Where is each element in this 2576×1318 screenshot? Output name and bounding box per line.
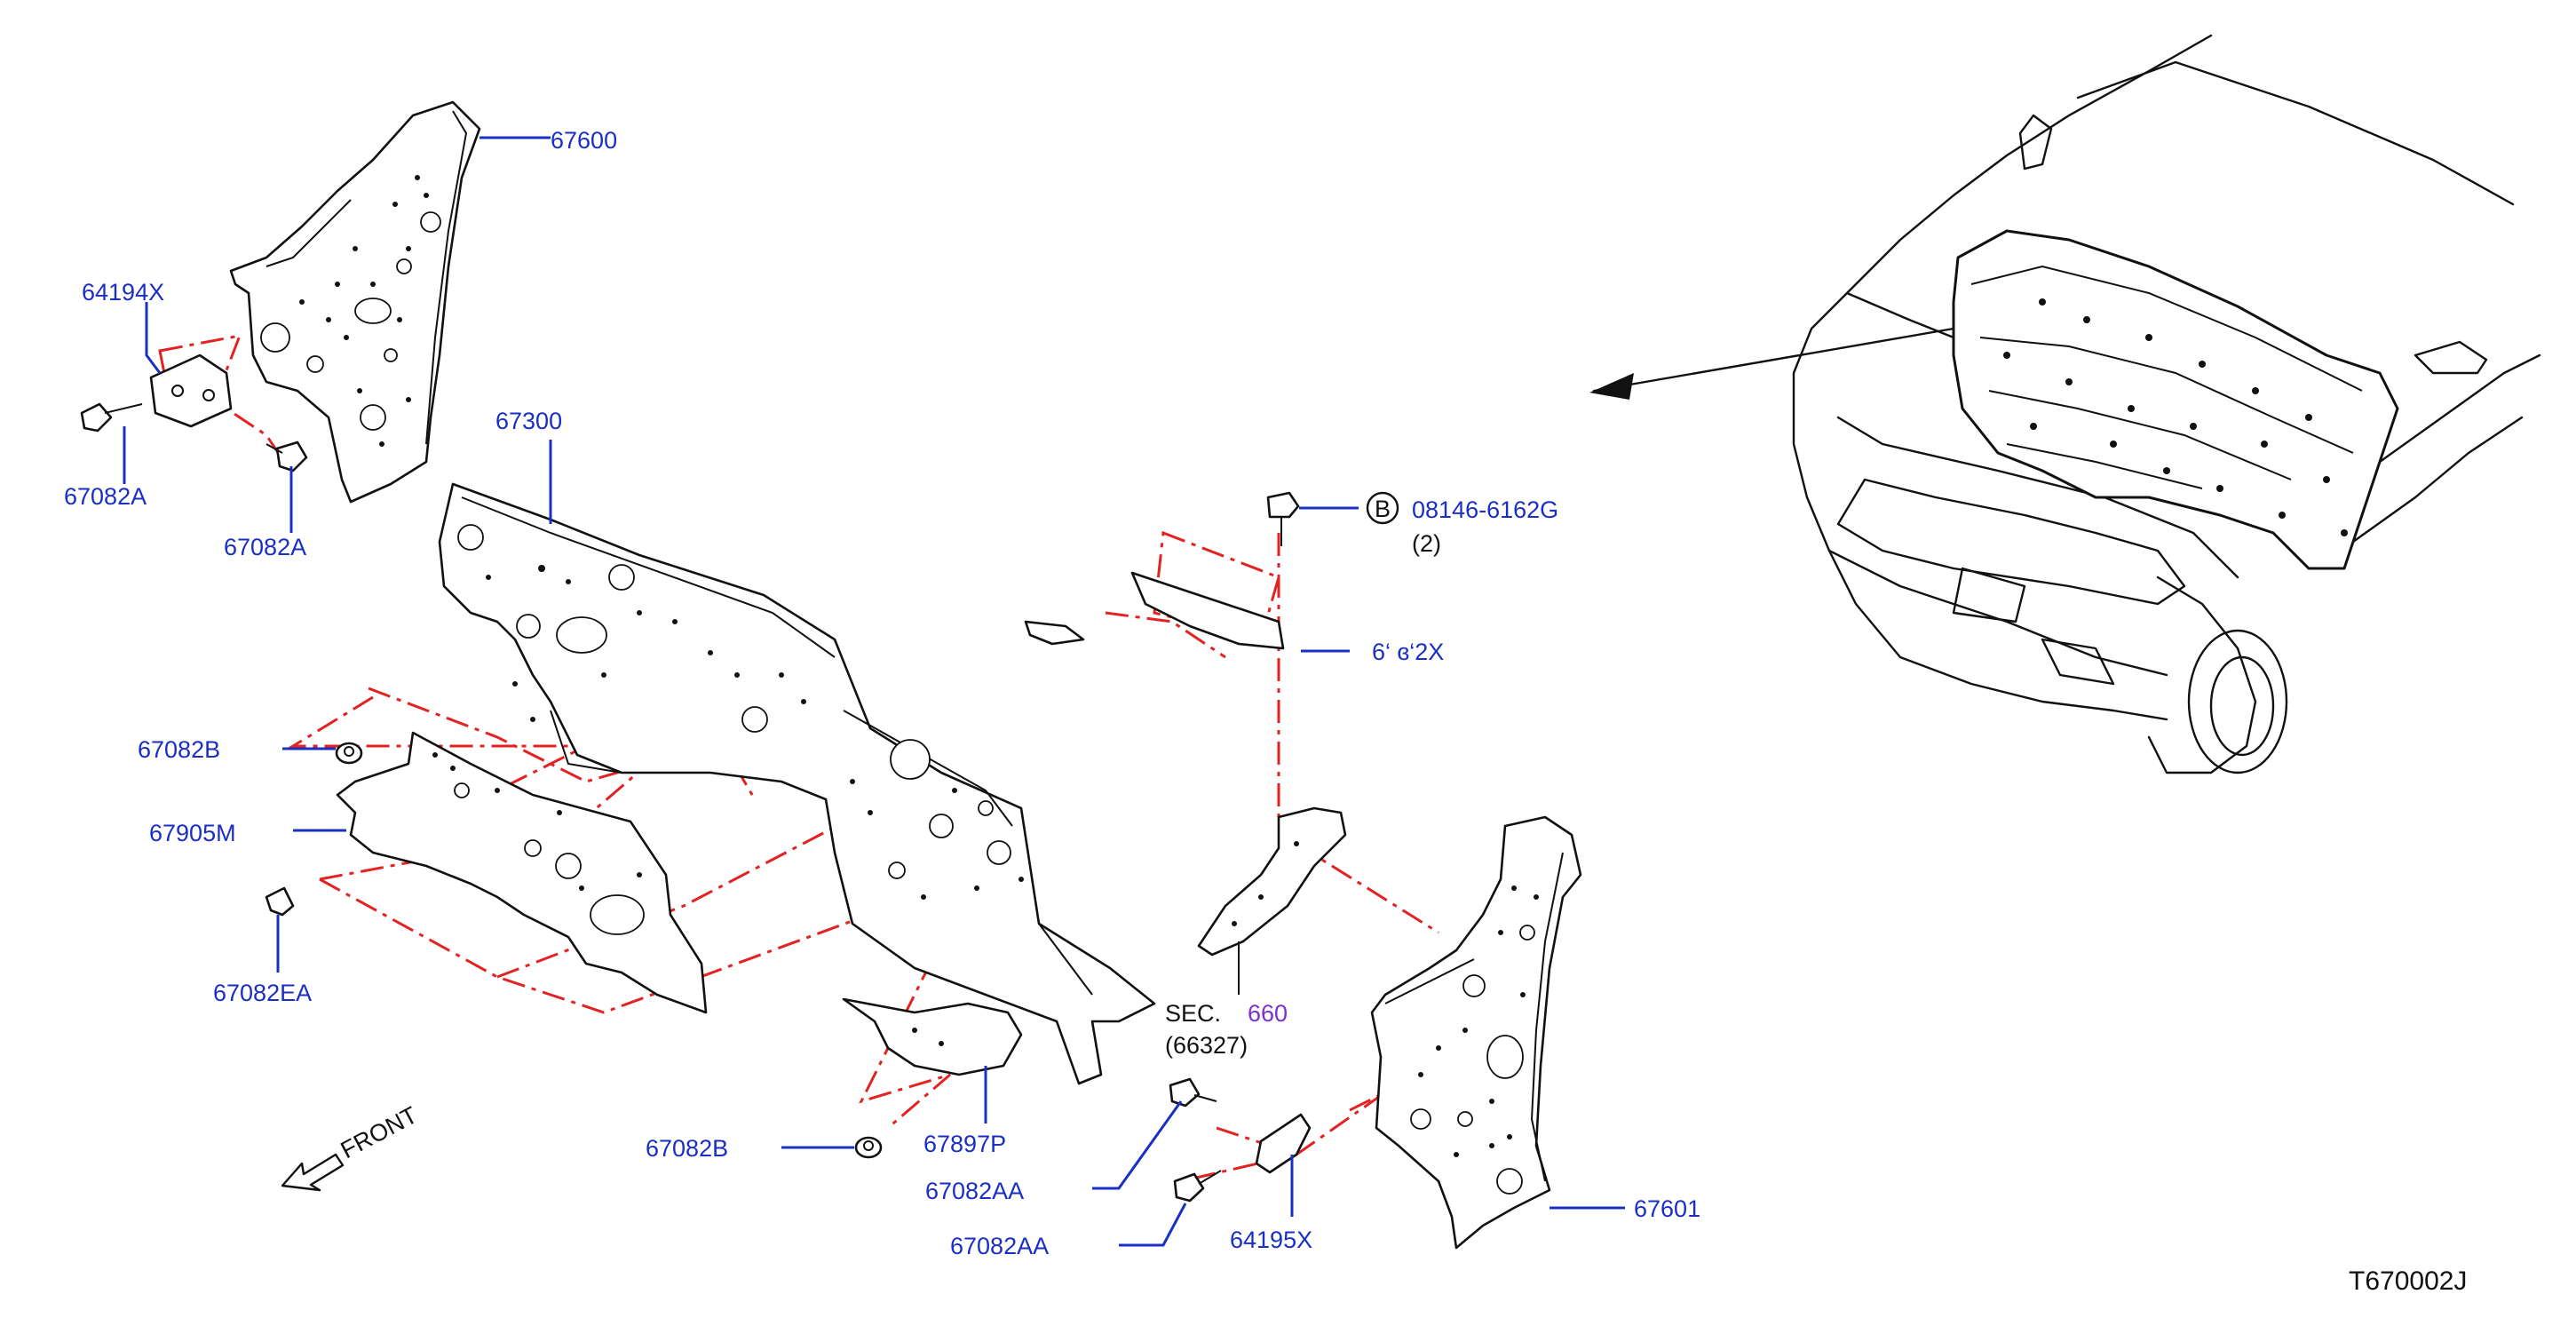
label-67897P: 67897P: [923, 1131, 1006, 1157]
label-67601: 67601: [1634, 1195, 1700, 1222]
label-sec: SEC.: [1165, 1000, 1221, 1027]
vehicle-locator: [1589, 34, 2541, 774]
leader-lines: [123, 136, 1625, 1247]
label-sec-sub: (66327): [1165, 1032, 1248, 1059]
part-64194X-bracket: [149, 353, 233, 428]
front-arrow: [281, 1153, 345, 1192]
part-67600-panel: [229, 100, 481, 504]
bolt-marker-letter: B: [1375, 496, 1391, 522]
part-67897P-bracket: [842, 997, 1023, 1076]
label-sec-660-link[interactable]: 660: [1248, 1000, 1288, 1027]
part-sec-660-bracket: [1197, 806, 1347, 957]
bolt-08146-6162G: [1266, 491, 1300, 546]
label-67082A-left: 67082A: [64, 483, 147, 510]
part-64195X-bracket: [1255, 1113, 1312, 1174]
nut-67082B-upper: [335, 742, 363, 765]
part-67300-dash-panel: [438, 482, 1156, 1085]
label-67082B-upper: 67082B: [138, 736, 220, 763]
part-67-2X-bracket: [1024, 571, 1285, 650]
label-67905M: 67905M: [149, 820, 236, 846]
diagram-code: T670002J: [2349, 1266, 2467, 1296]
label-67082AA-upper: 67082AA: [925, 1178, 1024, 1204]
label-64194X: 64194X: [82, 279, 164, 306]
label-67600: 67600: [551, 127, 617, 154]
label-08146-6162G: 08146-6162G: [1412, 496, 1558, 523]
label-67082B-lower: 67082B: [646, 1135, 728, 1162]
part-67905M-insulator: [336, 731, 708, 1014]
label-64195X: 64195X: [1230, 1227, 1312, 1253]
bolt-67082A-upper: [80, 402, 143, 433]
part-67601-panel: [1370, 815, 1582, 1250]
label-67082A-right: 67082A: [224, 534, 306, 560]
label-67082AA-lower: 67082AA: [950, 1233, 1049, 1259]
clip-67082EA: [265, 886, 295, 917]
bolt-67082AA-lower: [1173, 1170, 1222, 1203]
label-67-2X: 6‘ ɞ‘2X: [1372, 639, 1444, 665]
label-67300: 67300: [495, 408, 562, 434]
nut-67082B-lower: [854, 1136, 883, 1159]
label-67082EA: 67082EA: [213, 980, 312, 1006]
bolt-67082AA-upper: [1169, 1077, 1217, 1108]
label-08146-qty: (2): [1412, 530, 1441, 557]
bolt-type-marker: [1366, 491, 1399, 525]
bolt-67082A-lower: [266, 441, 308, 472]
front-label: FRONT: [337, 1101, 422, 1163]
